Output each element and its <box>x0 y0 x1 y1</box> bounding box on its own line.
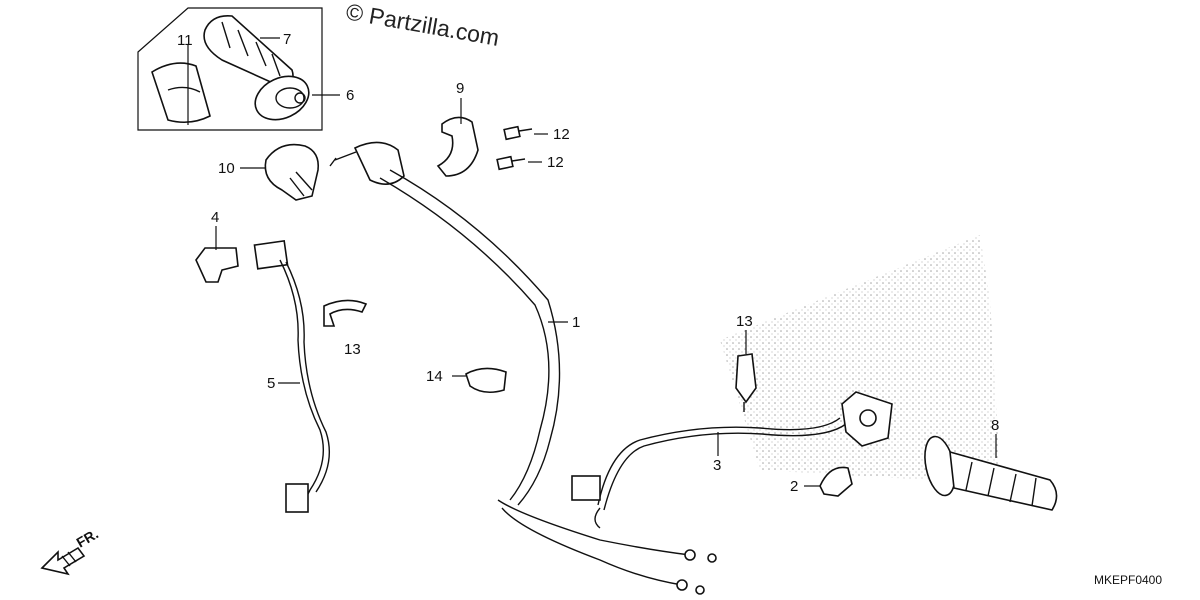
callout-12-upper: 12 <box>553 126 570 143</box>
part-1-throttle-cable[interactable] <box>329 141 717 595</box>
part-10-throttle-housing[interactable] <box>264 143 320 201</box>
front-direction-arrow <box>40 546 86 576</box>
part-13-band-right[interactable] <box>735 353 757 412</box>
callout-6: 6 <box>346 87 354 104</box>
part-5-switch-cable[interactable] <box>253 239 331 513</box>
callout-8: 8 <box>991 417 999 434</box>
part-9-housing-clamp[interactable] <box>436 116 479 177</box>
callout-13-right: 13 <box>736 313 753 330</box>
callout-13-left: 13 <box>344 341 361 358</box>
leader-lines <box>187 37 997 487</box>
part-4-clamp[interactable] <box>195 247 239 283</box>
part-12-bolt-upper[interactable] <box>503 125 533 141</box>
callout-11: 11 <box>177 32 193 49</box>
part-6-throttle-tube[interactable] <box>248 68 316 128</box>
stipple-background <box>720 235 1000 480</box>
callout-5: 5 <box>267 375 275 392</box>
callout-1: 1 <box>572 314 580 331</box>
part-12-bolt-lower[interactable] <box>496 155 526 171</box>
callout-10: 10 <box>218 160 235 177</box>
part-8-left-grip[interactable] <box>920 434 1058 511</box>
callout-3: 3 <box>713 457 721 474</box>
watermark: © Partzilla.com <box>344 0 501 51</box>
inset-box <box>137 7 323 131</box>
engine-stop-switch-housing[interactable] <box>841 391 893 447</box>
part-3-switch-harness[interactable] <box>571 417 847 529</box>
callout-4: 4 <box>211 209 219 226</box>
part-14-clip[interactable] <box>465 367 507 394</box>
diagram-code: MKEPF0400 <box>1094 573 1162 587</box>
part-11-grip-sheet[interactable] <box>151 62 211 124</box>
callout-12-lower: 12 <box>547 154 564 171</box>
part-2-switch-clamp[interactable] <box>819 466 853 497</box>
callout-2: 2 <box>790 478 798 495</box>
part-13-band-left[interactable] <box>323 299 368 327</box>
callout-9: 9 <box>456 80 464 97</box>
callout-7: 7 <box>283 31 291 48</box>
front-direction-label: FR. <box>74 525 102 550</box>
callout-14: 14 <box>426 368 443 385</box>
